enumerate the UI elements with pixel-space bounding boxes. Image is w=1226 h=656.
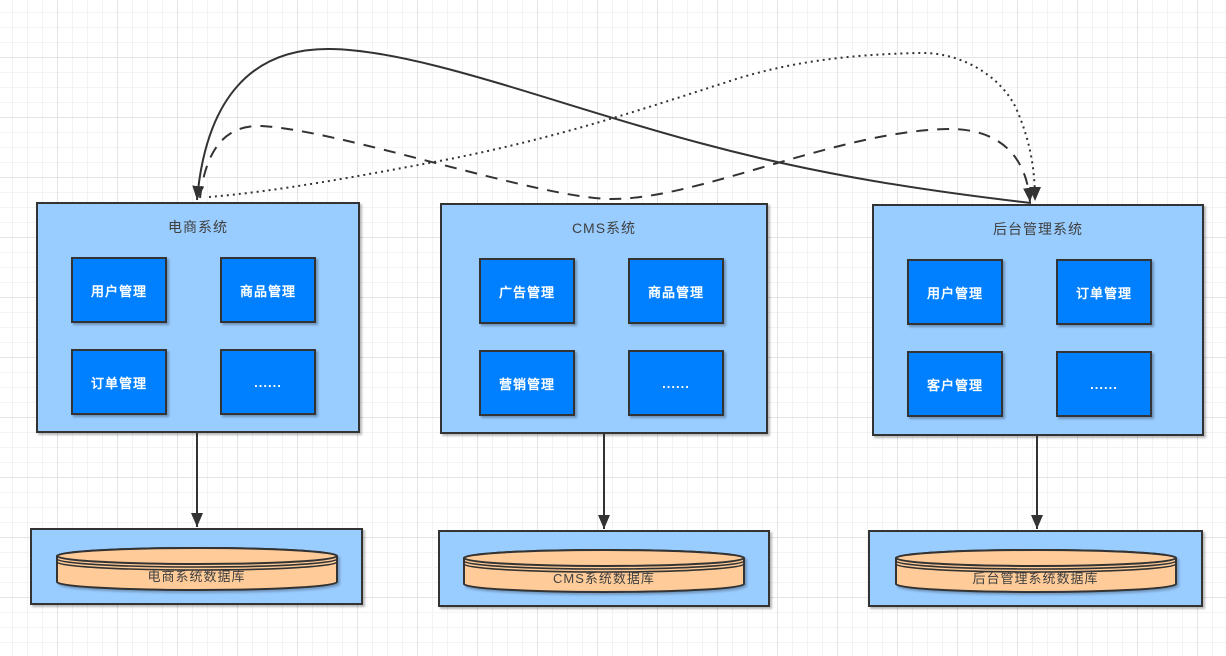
module-label: 用户管理	[926, 285, 983, 301]
module-label: ......	[254, 374, 282, 390]
module-user-management[interactable]: 用户管理	[907, 259, 1003, 325]
module-label: 广告管理	[498, 284, 555, 300]
database-container-cms[interactable]: CMS系统数据库	[438, 530, 770, 607]
module-label: 商品管理	[239, 283, 296, 299]
module-order-management[interactable]: 订单管理	[1056, 259, 1152, 325]
database-label: 后台管理系统数据库	[972, 571, 1099, 586]
database-label: 电商系统数据库	[147, 569, 246, 584]
module-label: 用户管理	[90, 283, 147, 299]
module-label: 订单管理	[1075, 285, 1132, 301]
module-order-management[interactable]: 订单管理	[71, 349, 167, 415]
database-container-backend[interactable]: 后台管理系统数据库	[868, 530, 1203, 607]
module-ellipsis[interactable]: ......	[1056, 351, 1152, 417]
system-container-backend[interactable]: 后台管理系统 用户管理 订单管理 客户管理 ......	[872, 204, 1204, 436]
system-title: 后台管理系统	[993, 221, 1083, 237]
module-ellipsis[interactable]: ......	[628, 350, 724, 416]
module-label: ......	[662, 375, 690, 391]
database-cylinder-icon	[894, 549, 1177, 593]
system-title: CMS系统	[571, 220, 637, 236]
module-label: 商品管理	[647, 284, 704, 300]
database-label: CMS系统数据库	[553, 571, 655, 586]
module-marketing-management[interactable]: 营销管理	[479, 350, 575, 416]
system-container-cms[interactable]: CMS系统 广告管理 商品管理 营销管理 ......	[440, 203, 768, 434]
module-product-management[interactable]: 商品管理	[628, 258, 724, 324]
module-label: 客户管理	[926, 377, 983, 393]
edge-ecommerce-to-backend-dashed[interactable]	[199, 124, 1036, 203]
edge-ecommerce-to-backend-dotted[interactable]	[208, 51, 1041, 202]
database-cylinder-icon	[55, 547, 338, 591]
module-user-management[interactable]: 用户管理	[71, 257, 167, 323]
module-customer-management[interactable]: 客户管理	[907, 351, 1003, 417]
module-label: 营销管理	[498, 376, 555, 392]
module-label: ......	[1090, 376, 1118, 392]
edge-backend-to-ecommerce-solid[interactable]	[192, 47, 1032, 204]
module-ellipsis[interactable]: ......	[220, 349, 316, 415]
system-title: 电商系统	[168, 219, 228, 235]
database-container-ecommerce[interactable]: 电商系统数据库	[30, 528, 363, 605]
module-label: 订单管理	[90, 375, 147, 391]
module-product-management[interactable]: 商品管理	[220, 257, 316, 323]
database-cylinder-icon	[463, 549, 745, 593]
system-container-ecommerce[interactable]: 电商系统 用户管理 商品管理 订单管理 ......	[36, 202, 360, 433]
module-ad-management[interactable]: 广告管理	[479, 258, 575, 324]
